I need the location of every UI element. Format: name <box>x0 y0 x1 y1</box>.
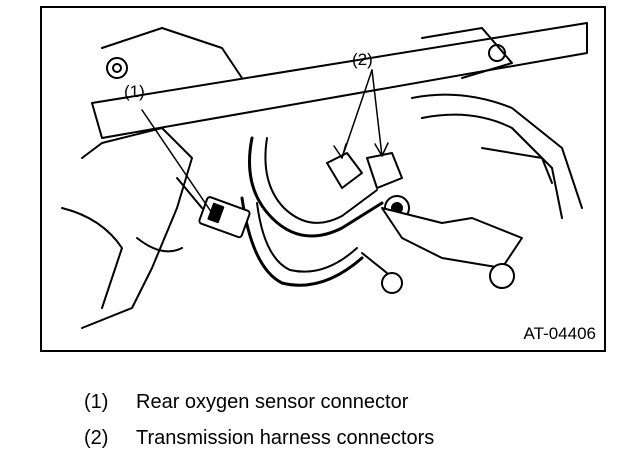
leader-line-2a <box>341 69 373 159</box>
legend-item: (2) Transmission harness connectors <box>84 420 434 456</box>
bolt-head-left <box>106 57 128 79</box>
legend-item: (1) Rear oxygen sensor connector <box>84 384 434 420</box>
bolt-head-lower-center <box>381 272 403 294</box>
right-pipe-upper <box>411 93 583 209</box>
callout-label-1: (1) <box>124 82 145 101</box>
figure-code: AT-04406 <box>523 324 596 343</box>
trans-connector-a <box>326 152 363 189</box>
harness-loop-outer <box>248 136 384 238</box>
mount-curve <box>136 237 183 253</box>
o2-sensor-wire <box>176 177 203 209</box>
trans-connector-b <box>366 152 403 189</box>
harness-lower-run <box>240 196 364 287</box>
upper-bracket-outline <box>101 27 243 79</box>
callout-label-2: (2) <box>352 50 373 69</box>
legend-text: Transmission harness connectors <box>136 427 435 449</box>
legend: (1) Rear oxygen sensor connector (2) Tra… <box>84 384 434 456</box>
right-hose <box>481 147 553 184</box>
legend-number: (2) <box>84 427 109 449</box>
leader-arrow-2b <box>374 142 389 157</box>
leader-line-1 <box>141 109 213 214</box>
lower-housing-outline <box>61 207 123 309</box>
legend-text: Rear oxygen sensor connector <box>136 391 409 413</box>
illustration-frame: (1) (2) AT-04406 <box>40 6 606 352</box>
leader-arrow-2a <box>333 143 347 159</box>
legend-number: (1) <box>84 391 109 413</box>
mount-bracket-plate <box>381 207 523 269</box>
leader-line-2b <box>371 69 383 157</box>
bolt-center-left <box>112 63 122 73</box>
bolt-head-lower-right <box>489 263 515 289</box>
cross-member-bar <box>91 22 588 139</box>
bolt-head-upper-right <box>488 44 506 62</box>
engine-illustration <box>61 22 588 329</box>
harness-loop-inner <box>264 137 378 224</box>
right-pipe-lower <box>421 113 563 219</box>
harness-lower-run-inner <box>256 202 358 273</box>
engine-block-outline <box>81 127 193 329</box>
bolt-shaft <box>361 252 388 274</box>
